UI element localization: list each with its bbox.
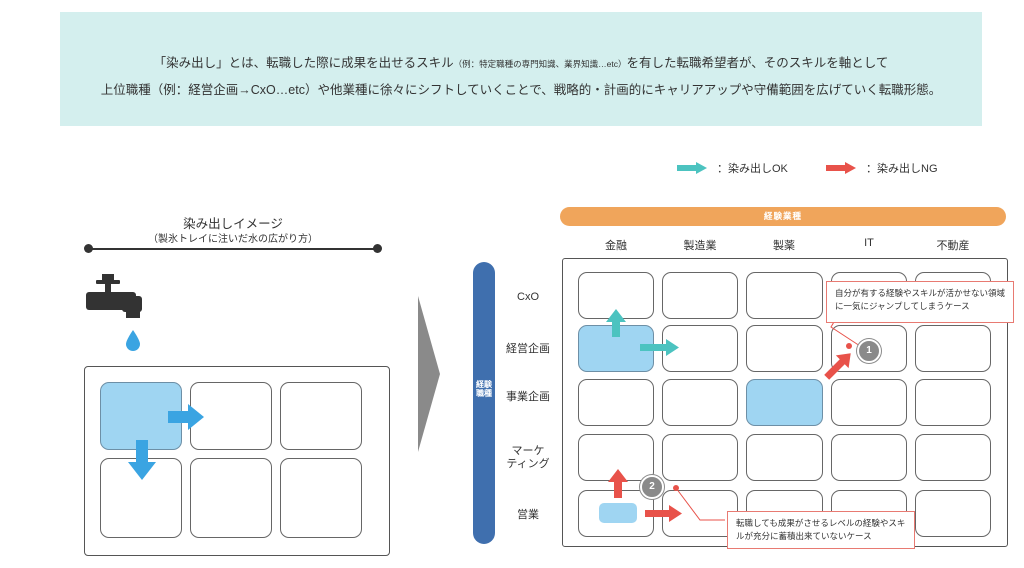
legend-ng-label: ：染み出しNG	[866, 163, 938, 175]
matrix-cell	[831, 379, 907, 426]
callout-case-1: 自分が有する経験やスキルが活かせない領域に一気にジャンプしてしまうケース	[826, 281, 1014, 323]
experience-job-bar: 経験職種	[473, 262, 495, 544]
row-header-marketing: マーケ ティング	[506, 445, 550, 470]
column-header-real-estate: 不動産	[936, 240, 970, 252]
matrix-cell	[662, 379, 738, 426]
case-1-badge: 1	[857, 339, 881, 363]
ice-cell-filled	[100, 382, 182, 450]
matrix-cell	[831, 434, 907, 481]
matrix-cell	[662, 434, 738, 481]
callout-case-2: 転職しても成果がさせるレベルの経験やスキルが充分に蓄積出来ていないケース	[727, 511, 915, 549]
span-line	[88, 248, 378, 250]
experience-job-label: 経験職種	[476, 380, 492, 398]
matrix-cell	[662, 325, 738, 372]
matrix-cell	[915, 434, 991, 481]
row-header-sales: 営業	[517, 509, 539, 521]
column-header-pharma: 製薬	[773, 240, 795, 252]
ice-cell	[280, 382, 362, 450]
matrix-cell	[662, 272, 738, 319]
red-arrow-icon	[826, 162, 856, 174]
legend-ng: ：染み出しNG	[826, 160, 938, 176]
matrix-cell	[746, 325, 823, 372]
ice-cell	[100, 458, 182, 538]
matrix-cell-filled	[578, 325, 654, 372]
row-header-corporate-planning: 経営企画	[506, 343, 550, 355]
definition-text-a: 「染み出し」とは、転職した際に成果を出せるスキル	[153, 56, 454, 70]
ice-tray-title: 染み出しイメージ	[183, 217, 283, 231]
row-header-business-planning: 事業企画	[506, 391, 550, 403]
matrix-cell	[915, 379, 991, 426]
ice-cell	[190, 458, 272, 538]
ice-cell	[190, 382, 272, 450]
matrix-cell	[915, 325, 991, 372]
matrix-cell	[578, 379, 654, 426]
legend-ok-label: ：染み出しOK	[717, 163, 788, 175]
definition-line-2: 上位職種（例：経営企画→CxO…etc）や他業種に徐々にシフトしていくことで、戦…	[100, 83, 942, 97]
matrix-cell	[746, 434, 823, 481]
span-line-end-dot	[373, 244, 382, 253]
matrix-cell	[578, 434, 654, 481]
column-header-manufacturing: 製造業	[683, 240, 717, 252]
definition-line-1: 「染み出し」とは、転職した際に成果を出せるスキル（例：特定職種の専門知識、業界知…	[60, 52, 982, 71]
ice-tray-subtitle: （製氷トレイに注いだ水の広がり方）	[148, 234, 318, 245]
span-line-start-dot	[84, 244, 93, 253]
definition-text-b: を有した転職希望者が、そのスキルを軸として	[626, 56, 889, 70]
matrix-cell	[915, 490, 991, 537]
column-header-it: IT	[864, 237, 874, 249]
faucet-icon	[86, 274, 142, 351]
matrix-cell-filled	[746, 379, 823, 426]
row-header-cxo: CxO	[517, 291, 539, 303]
case-2-badge: 2	[640, 475, 664, 499]
transition-chevron-icon	[418, 296, 440, 452]
experience-industry-bar: 経験業種	[560, 207, 1006, 226]
teal-arrow-icon	[677, 162, 707, 174]
legend-ok: ：染み出しOK	[677, 160, 788, 176]
water-drop-icon	[126, 330, 140, 351]
definition-example-small: （例：特定職種の専門知識、業界知識…etc）	[453, 59, 627, 69]
ice-cell	[280, 458, 362, 538]
column-header-finance: 金融	[605, 240, 627, 252]
matrix-cell	[746, 272, 823, 319]
small-water-block	[599, 503, 637, 523]
definition-box: 「染み出し」とは、転職した際に成果を出せるスキル（例：特定職種の専門知識、業界知…	[60, 12, 982, 126]
matrix-cell	[578, 272, 654, 319]
